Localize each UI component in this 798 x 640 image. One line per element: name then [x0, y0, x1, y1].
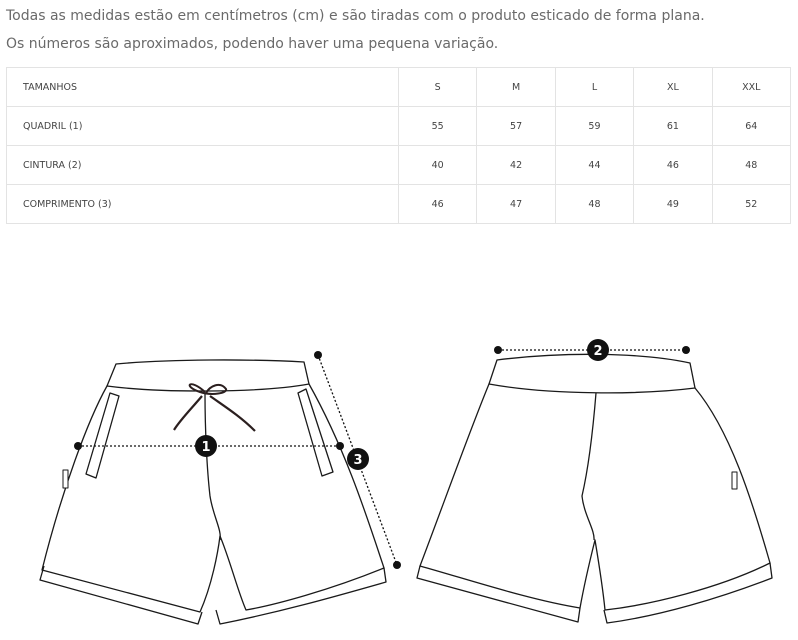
marker-1: 1 [195, 435, 217, 457]
table-row: CINTURA (2) 40 42 44 46 48 [6, 145, 792, 185]
header-m: M [476, 67, 556, 107]
table-cell: 46 [633, 145, 713, 185]
table-header-row: TAMANHOS S M L XL XXL [6, 67, 792, 107]
table-row: QUADRIL (1) 55 57 59 61 64 [6, 106, 792, 146]
shorts-front-view [39, 359, 387, 625]
svg-text:1: 1 [201, 440, 210, 455]
header-tamanhos: TAMANHOS [6, 67, 399, 107]
table-cell: 64 [711, 106, 792, 146]
row-label: COMPRIMENTO (3) [6, 184, 399, 224]
shorts-diagram: 1 3 2 [39, 339, 773, 625]
header-xxl: XXL [711, 67, 792, 107]
shorts-back-view [416, 353, 773, 624]
table-cell: 40 [397, 145, 478, 185]
header-xl: XL [633, 67, 713, 107]
table-cell: 48 [554, 184, 635, 224]
measure-line-hip [74, 442, 344, 450]
intro-text: Todas as medidas estão em centímetros (c… [6, 2, 705, 58]
table-cell: 48 [711, 145, 792, 185]
header-l: L [554, 67, 635, 107]
table-cell: 46 [397, 184, 478, 224]
table-row: COMPRIMENTO (3) 46 47 48 49 52 [6, 184, 792, 224]
table-cell: 52 [711, 184, 792, 224]
table-cell: 57 [476, 106, 556, 146]
svg-text:3: 3 [353, 453, 362, 468]
table-cell: 55 [397, 106, 478, 146]
intro-line-1: Todas as medidas estão em centímetros (c… [6, 8, 705, 24]
table-cell: 59 [554, 106, 635, 146]
table-cell: 42 [476, 145, 556, 185]
table-cell: 61 [633, 106, 713, 146]
marker-3: 3 [347, 448, 369, 470]
row-label: QUADRIL (1) [6, 106, 399, 146]
intro-line-2: Os números são aproximados, podendo have… [6, 36, 499, 52]
header-s: S [397, 67, 478, 107]
table-cell: 47 [476, 184, 556, 224]
table-cell: 49 [633, 184, 713, 224]
marker-2: 2 [587, 339, 609, 361]
svg-text:2: 2 [593, 344, 602, 359]
size-table: TAMANHOS S M L XL XXL QUADRIL (1) 55 57 … [6, 67, 792, 224]
row-label: CINTURA (2) [6, 145, 399, 185]
table-cell: 44 [554, 145, 635, 185]
